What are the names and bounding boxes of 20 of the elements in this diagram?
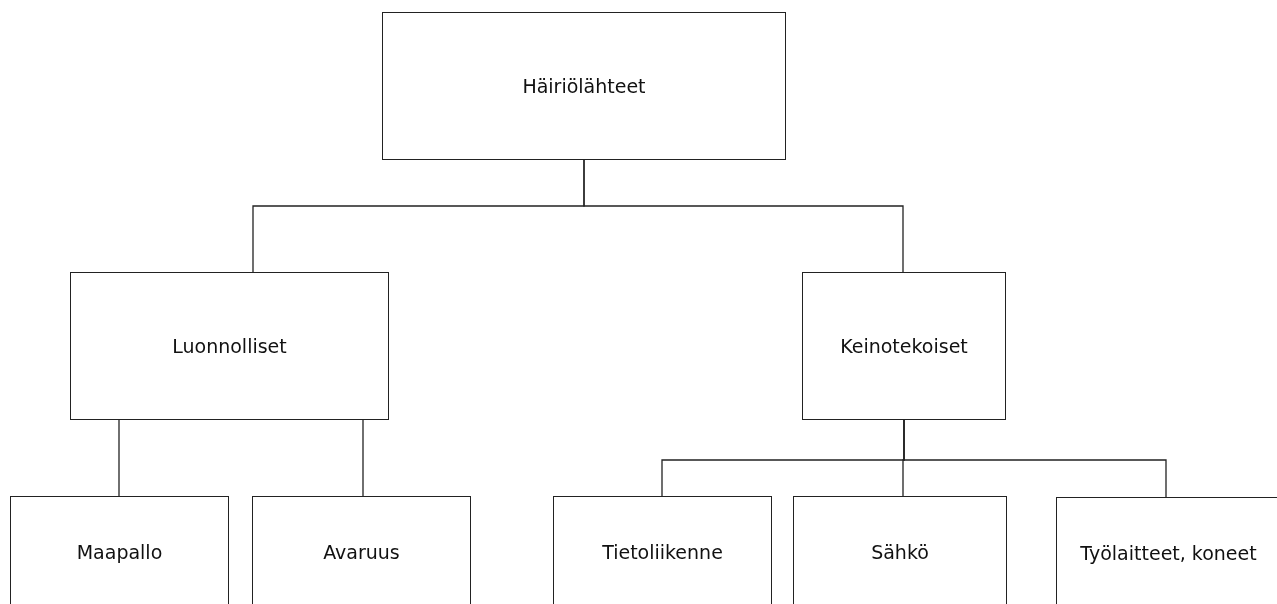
connector-line [583, 159, 904, 273]
category-label: Tietoliikenne [601, 542, 724, 564]
category-label: Maapallo [75, 542, 164, 564]
category-box [382, 12, 786, 160]
category-box [252, 496, 471, 604]
connector-line [362, 419, 364, 497]
category-label: Häiriölähteet [521, 76, 647, 98]
category-box [70, 272, 389, 420]
category-label: Sähkö [870, 542, 930, 564]
category-label: Luonnolliset [171, 336, 288, 358]
category-label: Avaruus [322, 542, 401, 564]
connector-line [118, 419, 120, 497]
category-box [10, 496, 229, 604]
category-label: Työlaitteet, koneet [1079, 543, 1258, 565]
category-box [793, 496, 1007, 604]
category-box [802, 272, 1006, 420]
category-box [553, 496, 772, 604]
connector-line [903, 419, 1167, 498]
category-box [1056, 497, 1277, 604]
category-label: Keinotekoiset [839, 336, 969, 358]
